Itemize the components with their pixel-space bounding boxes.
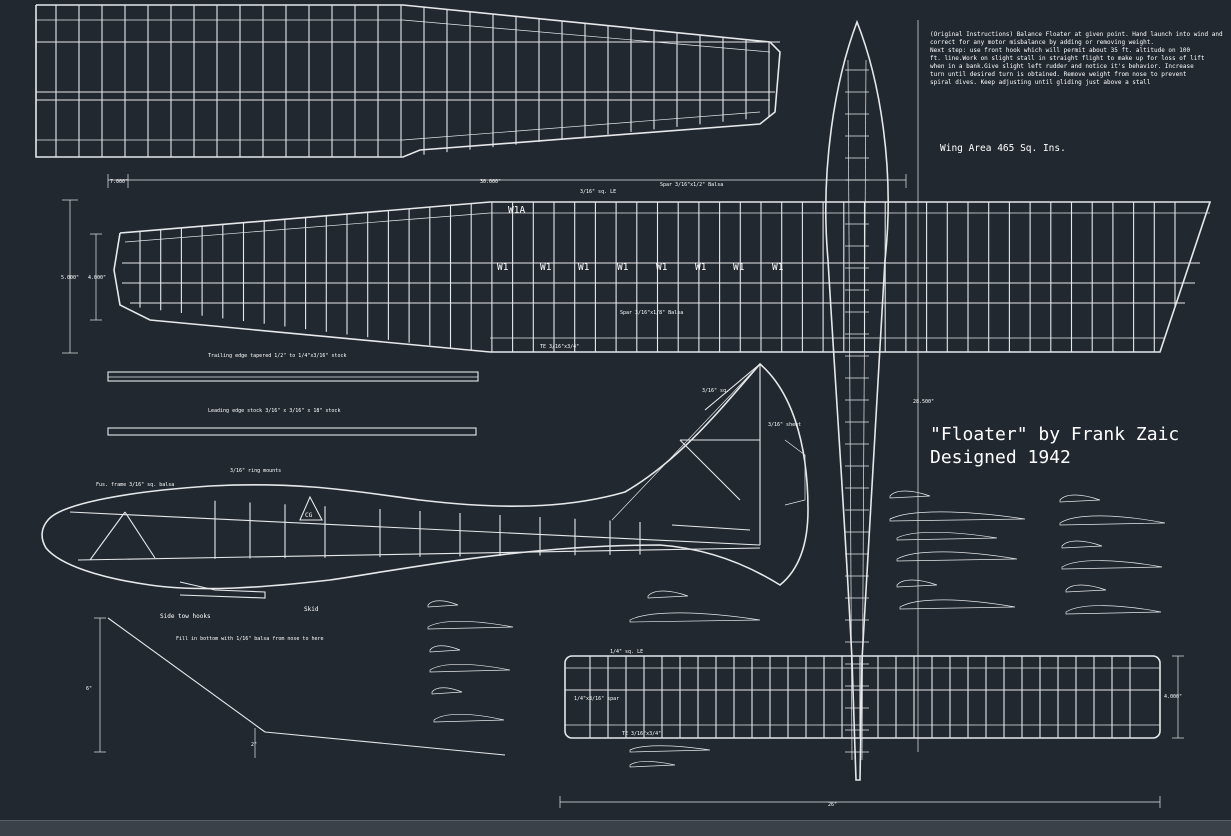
fuselage-plan [825,19,889,781]
instruction-line: when in a bank.Give slight left rudder a… [930,63,1194,70]
rib-w1-label: W1 [772,262,784,273]
stabilizer [559,655,1184,808]
rib-profile [629,745,711,753]
rib-w1-label: W1 [695,262,707,273]
dim-wing-tip: 7.000" [110,179,128,185]
wing-dimensions [62,20,919,752]
plan-title: "Floater" by Frank Zaic [930,424,1179,445]
rib-w1-label: W1 [617,262,629,273]
fus-frame-label: Fus. frame 3/16" sq. balsa [96,482,174,488]
strip-2-label: Leading edge stock 3/16" x 3/16" x 18" s… [208,408,340,414]
instruction-line: Next step: use front hook which will per… [930,47,1190,54]
rib-profile [429,645,461,653]
strip-1-label: Trailing edge tapered 1/2" to 1/4"x3/16"… [208,353,346,359]
rib-profile [1061,560,1163,570]
le-label: 3/16" sq. LE [580,189,616,195]
rib-profile [647,590,689,599]
rib-profile [433,713,505,723]
instruction-line: ft. line.Work on slight stall in straigh… [930,55,1205,62]
stab-spar-label: 1/4"x3/16" spar [574,696,619,702]
status-bar [0,820,1231,836]
dim-wing-span: 30.000" [480,179,501,185]
rib-profile [1065,605,1162,615]
rib-profile [429,663,511,673]
dim-root-chord: 4.000" [88,275,106,281]
rib-profile [629,612,761,623]
rib-profiles [427,490,1166,768]
rib-profile [896,531,998,541]
plan-subtitle: Designed 1942 [930,447,1071,468]
upper-wing-panel [35,4,781,158]
rib-profile [889,511,1026,522]
rib-profile [1061,540,1103,549]
rib-profile [427,620,514,630]
rib-profile [431,687,463,695]
rib-profile [1059,515,1166,526]
ring-mounts-label: 3/16" ring mounts [230,468,281,474]
fill-bottom-label: Fill in bottom with 1/16" balsa from nos… [176,636,324,642]
wood-strips [107,371,479,436]
skid-label: Skid [304,606,319,613]
rib-profile [1065,584,1107,593]
spar-top-label: Spar 3/16"x1/2" Balsa [660,182,723,188]
rib-profile [427,600,459,608]
rib-w1a-label: W1A [508,205,525,216]
cg-label: CG [305,512,313,519]
dihedral-diagram [94,617,506,758]
rib-w1-label: W1 [497,262,509,273]
main-wing-panel [113,201,1212,353]
fin-sheet-label: 3/16" sheet [768,422,801,428]
rib-w1-label: W1 [540,262,552,273]
dim-fus-length: 28.500" [913,399,934,405]
rib-profile [896,579,938,588]
dim-stab-span: 26" [828,802,837,808]
fin-le-label: 3/16" sq. [702,388,729,394]
side-tow-hooks-label: Side tow hooks [160,613,211,620]
instruction-line: turn until desired turn is obtained. Rem… [930,71,1187,78]
rib-profile [629,761,676,768]
te-label: TE 3/16"x3/4" [540,344,579,350]
rib-profile [1059,494,1101,503]
instructions-block: (Original Instructions) Balance Floater … [930,31,1223,86]
rib-w1-label: W1 [578,262,590,273]
spar-bottom-label: Spar 3/16"x1/8" Balsa [620,310,683,316]
wing-area-label: Wing Area 465 Sq. Ins. [940,143,1066,154]
rib-profile [899,599,1016,610]
instruction-line: (Original Instructions) Balance Floater … [930,31,1223,38]
rib-profile [889,490,931,499]
rib-w1-label: W1 [656,262,668,273]
stab-te-label: TE 3/16"x3/4" [622,731,661,737]
fuselage-side [41,362,809,599]
rib-profile [896,551,1018,562]
instruction-line: correct for any motor misbalance by addi… [930,39,1154,46]
dim-wing-chord: 5.000" [61,275,79,281]
rib-w1-label: W1 [733,262,745,273]
dim-dihedral-2: 2" [251,742,257,748]
dim-stab-chord: 4.000" [1164,694,1182,700]
instruction-line: spiral dives. Keep adjusting until glidi… [930,79,1151,86]
stab-le-label: 1/4" sq. LE [610,649,643,655]
dim-dihedral-1: 6" [86,686,92,692]
